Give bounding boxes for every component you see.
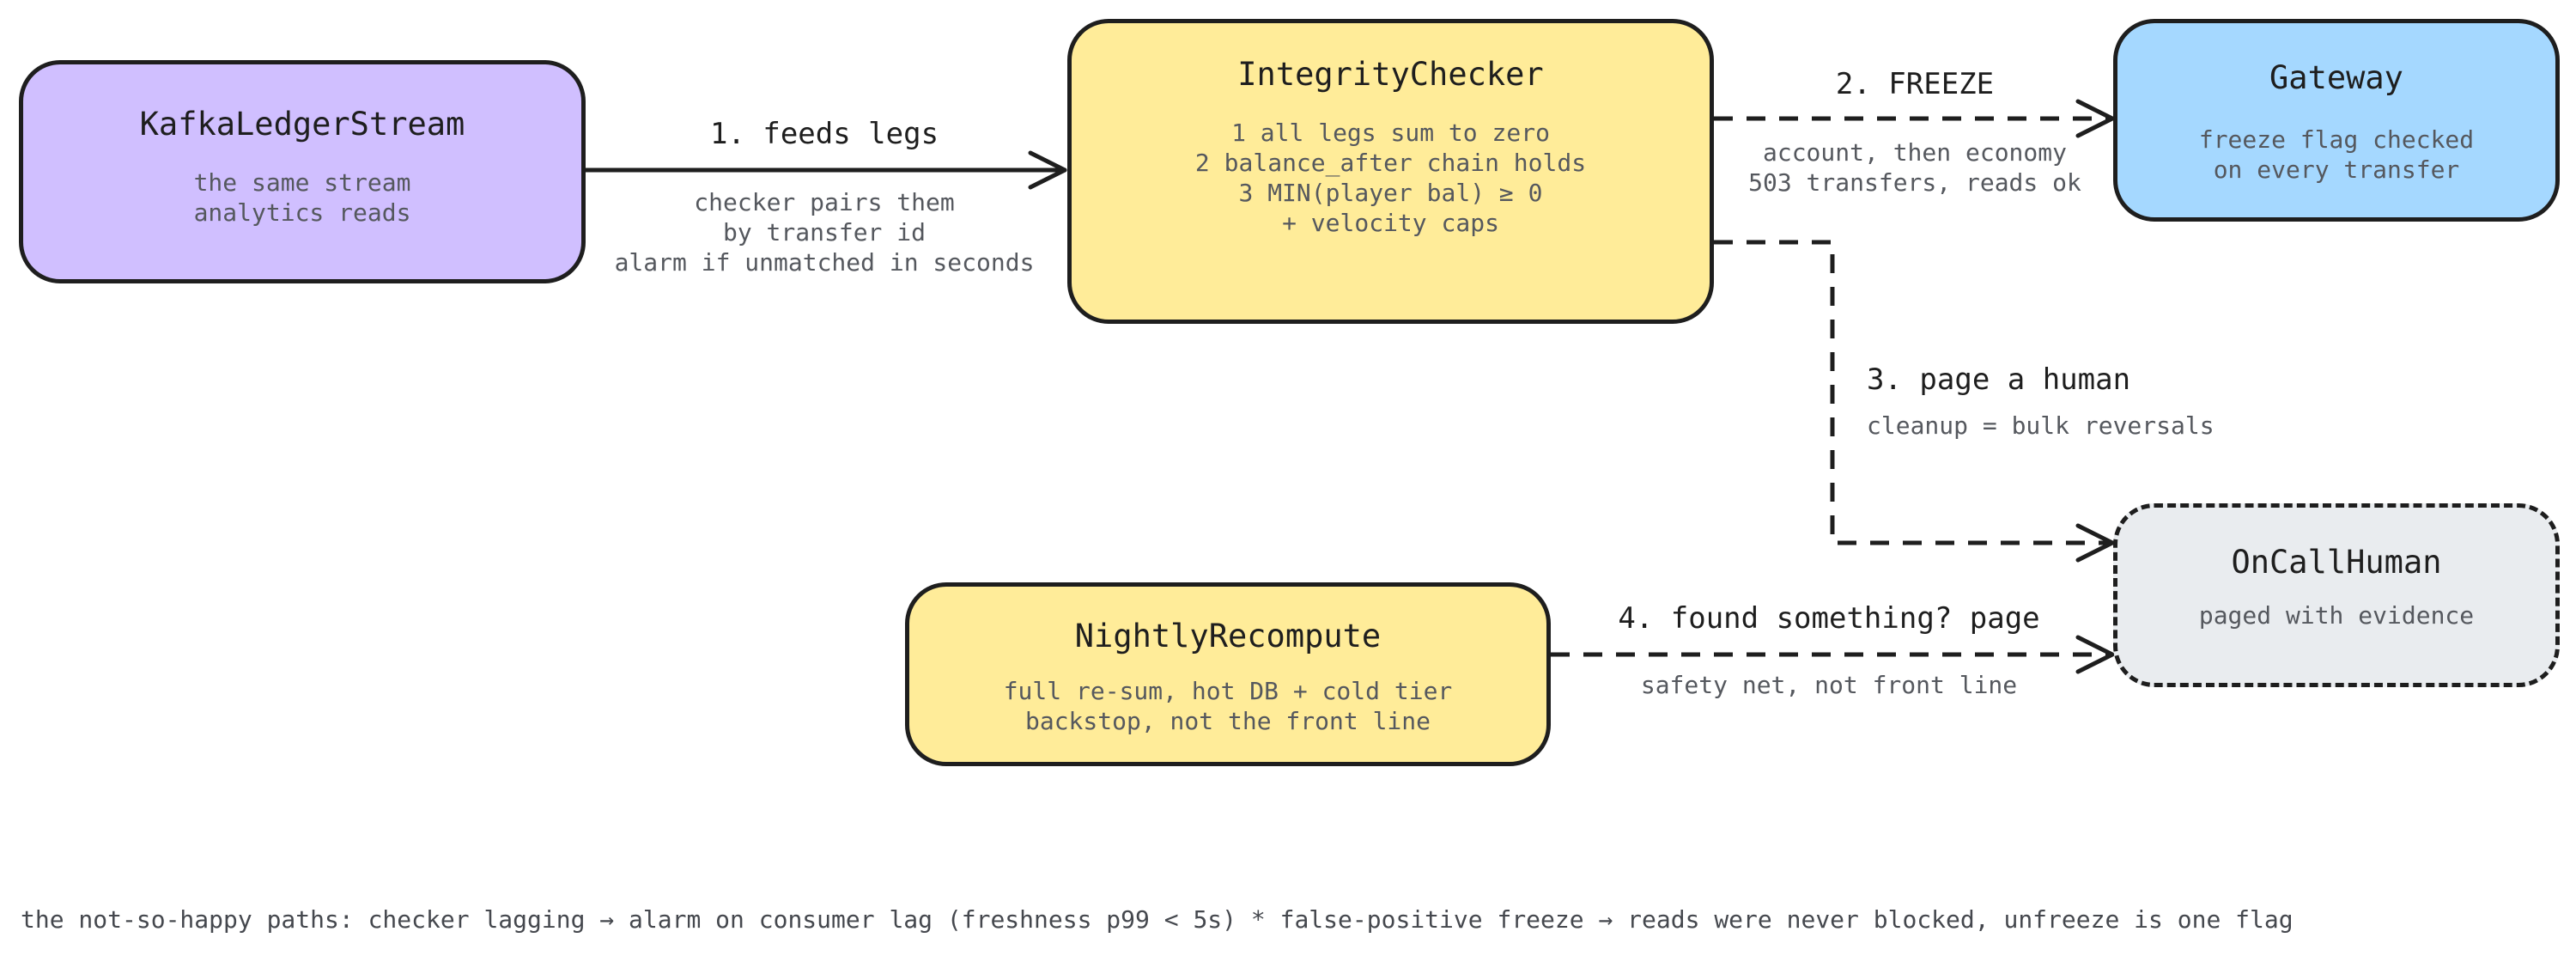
- node-subtitle: full re-sum, hot DB + cold tier backstop…: [1003, 677, 1453, 735]
- node-title: NightlyRecompute: [1074, 618, 1382, 655]
- edge-feeds-legs-note: checker pairs them by transfer id alarm …: [614, 188, 1035, 277]
- edge-freeze-note: account, then economy 503 transfers, rea…: [1748, 138, 2081, 197]
- node-nightly-recompute[interactable]: NightlyRecompute full re-sum, hot DB + c…: [905, 582, 1551, 766]
- footer-caption: the not-so-happy paths: checker lagging …: [21, 905, 2293, 934]
- node-title: KafkaLedgerStream: [139, 106, 465, 143]
- edge-freeze-arrow: [1714, 99, 2115, 138]
- node-gateway[interactable]: Gateway freeze flag checked on every tra…: [2113, 19, 2560, 222]
- edge-page-human-arrow: [1714, 240, 2115, 563]
- node-subtitle: paged with evidence: [2198, 601, 2475, 630]
- edge-found-something-arrow: [1551, 635, 2115, 674]
- edge-freeze-label: 2. FREEZE: [1835, 67, 1995, 101]
- node-integrity-checker[interactable]: IntegrityChecker 1 all legs sum to zero …: [1067, 19, 1714, 324]
- edge-found-something-label: 4. found something? page: [1618, 601, 2040, 636]
- node-on-call-human[interactable]: OnCallHuman paged with evidence: [2113, 503, 2560, 687]
- edge-found-something-note: safety net, not front line: [1640, 671, 2018, 699]
- node-kafka-ledger-stream[interactable]: KafkaLedgerStream the same stream analyt…: [19, 60, 586, 283]
- edge-page-human-label: 3. page a human: [1867, 362, 2131, 397]
- node-title: Gateway: [2269, 59, 2403, 96]
- node-subtitle: 1 all legs sum to zero 2 balance_after c…: [1194, 119, 1587, 237]
- node-title: IntegrityChecker: [1237, 56, 1544, 93]
- node-title: OnCallHuman: [2231, 544, 2442, 581]
- edge-page-human-note: cleanup = bulk reversals: [1867, 411, 2215, 440]
- edge-feeds-legs-arrow: [583, 150, 1067, 190]
- edge-feeds-legs-label: 1. feeds legs: [709, 117, 939, 151]
- node-subtitle: freeze flag checked on every transfer: [2198, 125, 2475, 184]
- node-subtitle: the same stream analytics reads: [193, 168, 411, 227]
